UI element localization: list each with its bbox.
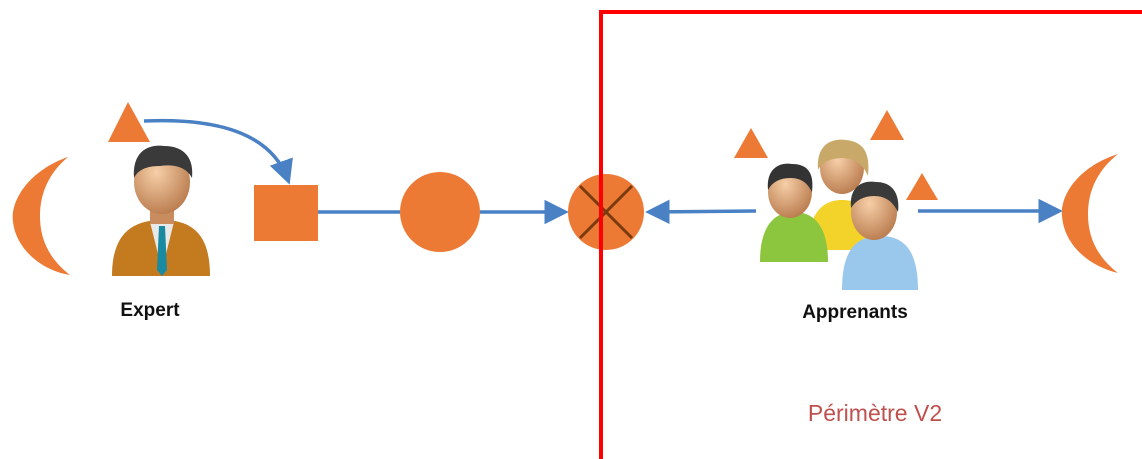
- square-shape: [254, 185, 318, 241]
- perimeter-v2-label: Périmètre V2: [807, 400, 943, 426]
- crossed-circle-shape: [568, 174, 644, 250]
- perimeter-v2-boundary: [599, 10, 1142, 459]
- expert-person-icon: [112, 145, 210, 276]
- circle-shape: [400, 172, 480, 252]
- right-crescent-shape: [1061, 154, 1118, 273]
- group-triangle-right: [906, 173, 938, 200]
- expert-triangle-shape: [108, 102, 150, 142]
- arrow-group-to-cross: [645, 199, 757, 225]
- apprenants-group-icon: [760, 139, 918, 290]
- group-triangle-top: [870, 110, 904, 140]
- curved-arrow: [143, 118, 293, 185]
- apprenants-label: Apprenants: [802, 302, 908, 323]
- expert-label: Expert: [120, 300, 180, 321]
- group-triangle-left: [734, 128, 768, 158]
- left-crescent-shape: [12, 157, 70, 275]
